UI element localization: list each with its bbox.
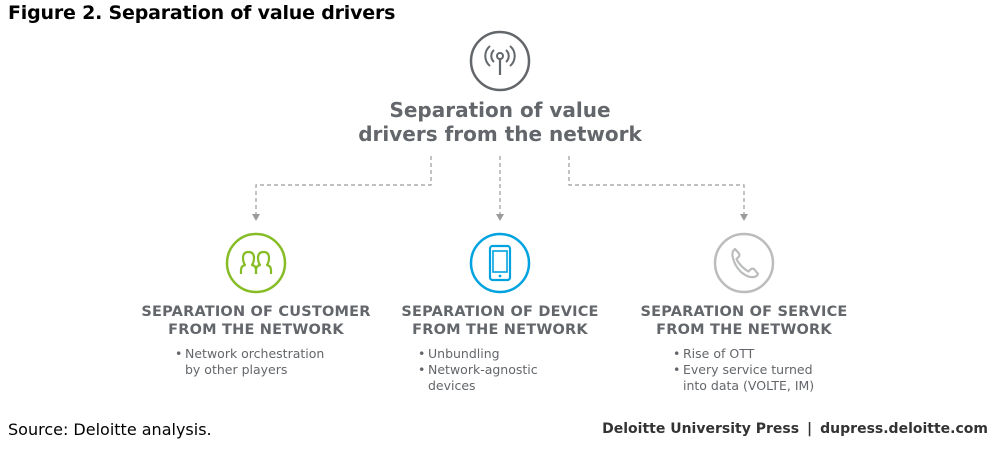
publisher-credit: Deloitte University Press | dupress.deloit… — [602, 421, 988, 437]
publisher-url: dupress.deloitte.com — [820, 421, 988, 437]
main-heading-line2: drivers from the network — [358, 122, 642, 146]
column-customer-heading-line2: FROM THE NETWORK — [168, 322, 344, 338]
phone-icon — [713, 232, 775, 294]
people-icon — [225, 232, 287, 294]
column-service-heading-line1: SEPARATION OF SERVICE — [640, 304, 848, 320]
column-device-heading: SEPARATION OF DEVICE FROM THE NETWORK — [350, 303, 650, 339]
publisher-name: Deloitte University Press — [602, 421, 800, 437]
column-customer-heading: SEPARATION OF CUSTOMER FROM THE NETWORK — [106, 303, 406, 339]
arrowhead-left — [252, 214, 260, 221]
figure-title: Figure 2. Separation of value drivers — [8, 2, 396, 24]
source-note: Source: Deloitte analysis. — [8, 420, 212, 439]
column-device-heading-line1: SEPARATION OF DEVICE — [401, 304, 599, 320]
arrowhead-right — [740, 214, 748, 221]
list-item: Rise of OTT — [673, 346, 814, 362]
main-heading: Separation of value drivers from the net… — [300, 98, 700, 146]
mobile-device-icon — [469, 232, 531, 294]
arrowhead-center — [496, 214, 504, 221]
column-service-heading-line2: FROM THE NETWORK — [656, 322, 832, 338]
column-customer-heading-line1: SEPARATION OF CUSTOMER — [141, 304, 371, 320]
credit-separator: | — [807, 421, 813, 437]
column-device-heading-line2: FROM THE NETWORK — [412, 322, 588, 338]
main-heading-line1: Separation of value — [389, 98, 611, 122]
list-item: Unbundling — [418, 346, 538, 362]
connector-left — [255, 156, 432, 214]
signal-tower-icon — [469, 30, 531, 92]
connector-right — [568, 156, 745, 214]
column-service-heading: SEPARATION OF SERVICE FROM THE NETWORK — [594, 303, 894, 339]
